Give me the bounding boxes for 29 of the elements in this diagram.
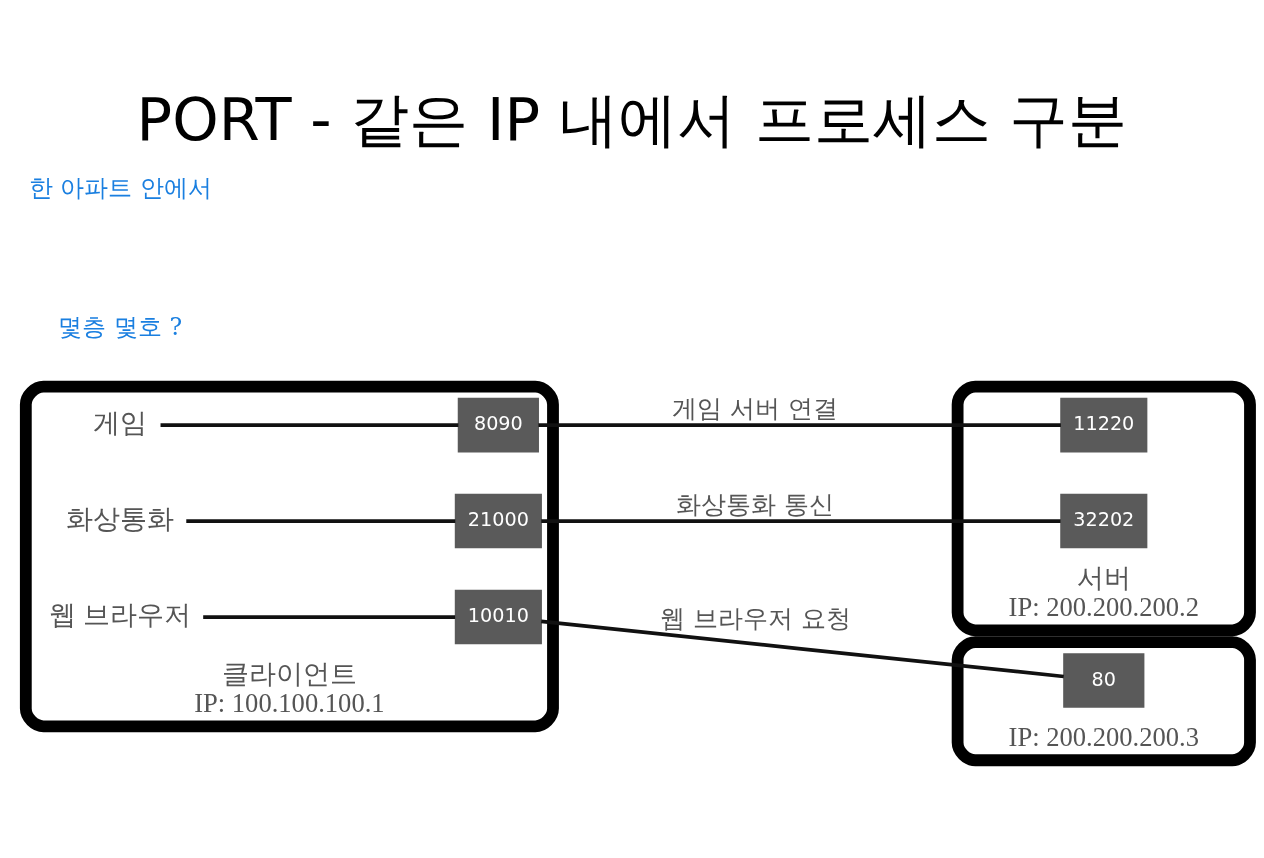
node-label: IP: 100.100.100.1: [194, 687, 385, 718]
node-text: 게임: [93, 407, 148, 438]
node-box: 80: [1063, 652, 1145, 708]
node-box: 10010: [454, 589, 542, 644]
node-label: 서버: [1076, 562, 1131, 593]
cluster: [19, 380, 559, 732]
node-label: IP: 200.200.200.3: [1008, 721, 1200, 752]
edge-label: 화상통화 통신: [676, 489, 835, 519]
edge-label: 게임 서버 연결: [672, 393, 839, 423]
connector: [541, 518, 1061, 523]
cluster: [951, 635, 1256, 766]
node-label: 클라이언트: [221, 658, 357, 689]
node-box: 32202: [1060, 493, 1148, 548]
connector: [186, 518, 456, 523]
cluster: [951, 380, 1256, 636]
label: 한 아파트 안에서: [28, 173, 212, 202]
node-label: IP: 200.200.200.2: [1008, 591, 1200, 622]
node-box: 21000: [454, 493, 542, 548]
label: 몇층 몇호 ?: [58, 312, 183, 341]
node-box: 11220: [1060, 397, 1148, 452]
connector: [160, 422, 459, 427]
diagram-title: PORT - 같은 IP 내에서 프로세스 구분: [136, 84, 1128, 154]
connector: [538, 422, 1061, 427]
connector: [541, 619, 1064, 678]
node-box: 8090: [457, 397, 539, 452]
node-text: 화상통화: [66, 503, 175, 534]
edge-label: 웹 브라우저 요청: [659, 603, 851, 633]
connector: [203, 614, 456, 619]
node-text: 웹 브라우저: [49, 599, 192, 630]
